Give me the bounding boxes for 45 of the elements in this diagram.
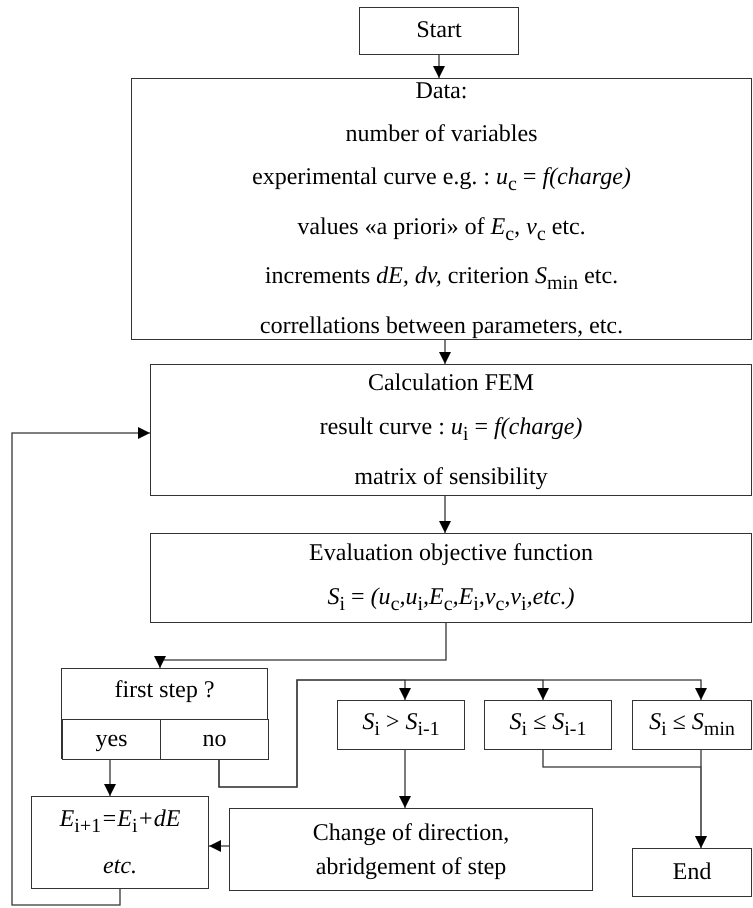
node-text: yes [96, 726, 128, 754]
arrow [154, 623, 447, 668]
process-box [150, 533, 752, 623]
arrow [399, 750, 411, 808]
terminal-box [632, 848, 752, 897]
process-box [359, 7, 519, 55]
node-text: Calculation FEM [368, 368, 534, 398]
arrow [104, 759, 116, 796]
node-text: Change of direction, abridgement of step [312, 818, 510, 882]
node-text: experimental curve e.g. : u$_{c}$ = f(charge) [252, 162, 631, 197]
condition-box [337, 700, 465, 750]
arrow [11, 427, 150, 906]
node-text: correllations between parameters, etc. [260, 312, 624, 342]
node-text: etc. [103, 852, 137, 881]
node-text: number of variables [346, 120, 538, 149]
process-box [131, 78, 752, 340]
node-text: increments dE, dv, criterion S$_{min}$ etc. [264, 262, 618, 296]
node-text: Evaluation objective function [309, 538, 593, 568]
node-text: E$_{i+1}$=E$_{i}$+dE [60, 805, 180, 839]
node-text: matrix of sensibility [354, 463, 548, 492]
node-text: S$_{i}$ ≤ S$_{i-1}$ [510, 709, 586, 741]
node-text: S$_{i}$ ≤ S$_{min}$ [649, 709, 735, 741]
arrow [439, 340, 451, 364]
node-text: values «a priori» of E$_{c}$, v$_{c}$ etc. [297, 212, 586, 246]
process-box [229, 808, 593, 891]
condition-box [484, 700, 612, 750]
arrow [439, 496, 451, 533]
node-text: S$_{i}$ = (u$_{c}$,u$_{i}$,E$_{c}$,E$_{i}$,v$_{c}$,v$_{i}$,etc.) [327, 582, 575, 616]
node-text: Start [416, 17, 462, 45]
node-text: S$_{i}$ > S$_{i-1}$ [362, 709, 440, 741]
arrow [218, 679, 707, 788]
node-text: result curve : u$_{i}$ = f(charge) [320, 412, 582, 446]
process-box [150, 364, 752, 496]
condition-box [632, 700, 752, 750]
node-text: no [202, 726, 226, 754]
process-box [31, 796, 209, 889]
node-text: Data: [416, 76, 468, 106]
node-text: first step ? [114, 677, 214, 705]
answer-cell [62, 719, 161, 760]
arrow [695, 750, 707, 848]
node-text: End [672, 858, 712, 886]
arrow [209, 840, 229, 852]
arrow [433, 55, 445, 78]
decision-box [61, 668, 268, 759]
answer-cell [160, 719, 269, 760]
